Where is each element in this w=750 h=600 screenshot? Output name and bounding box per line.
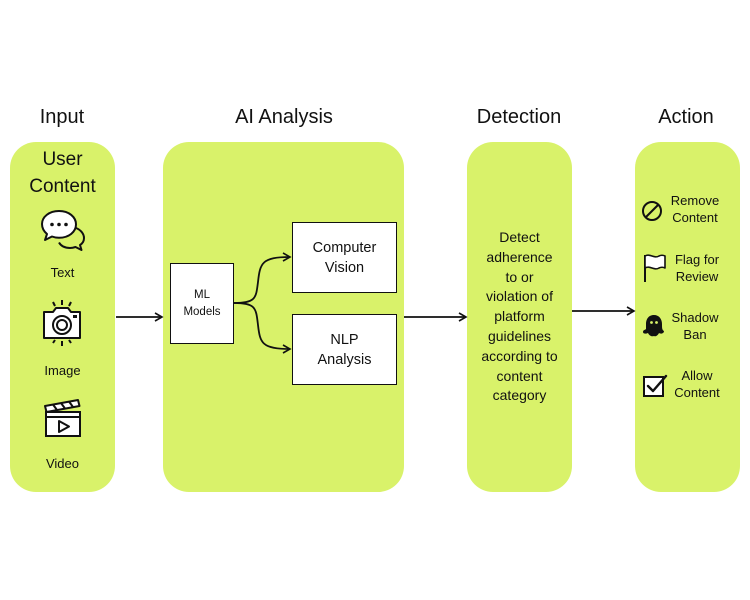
flag-icon <box>644 254 666 282</box>
prohibited-icon <box>642 201 662 221</box>
input-item-label: Image <box>44 363 81 378</box>
heading-ai-analysis: AI Analysis <box>235 106 333 128</box>
ghost-icon <box>643 315 664 337</box>
heading-input: Input <box>39 106 85 128</box>
arrow-ml-to-cv <box>233 252 292 304</box>
camera-icon <box>43 300 81 346</box>
heading-detection: Detection <box>476 106 562 128</box>
clapperboard-icon <box>44 399 81 437</box>
input-item-label: Video <box>45 456 79 471</box>
detection-panel <box>467 142 572 492</box>
heading-action: Action <box>658 106 714 128</box>
user-content-title: User Content <box>29 149 96 197</box>
detection-description: Detect adherence to or violation of plat… <box>481 229 558 404</box>
chat-bubbles-icon <box>41 210 85 251</box>
checkbox-icon <box>643 374 668 397</box>
input-item-label: Text <box>50 265 75 280</box>
arrow-ml-to-nlp <box>233 302 292 354</box>
